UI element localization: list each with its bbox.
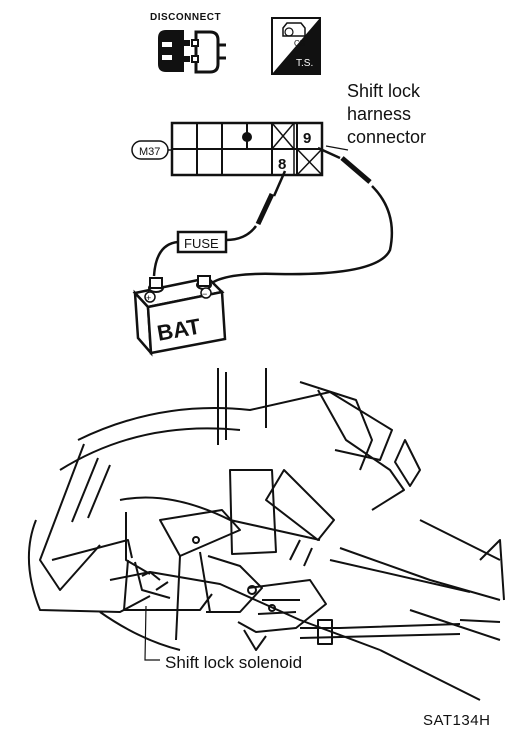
pin-8-label: 8	[278, 156, 286, 173]
connector-marker-dot	[242, 132, 252, 142]
ts-label: T.S.	[296, 58, 313, 69]
battery-minus-symbol: −	[202, 289, 207, 299]
fuse-label: FUSE	[184, 236, 219, 251]
fuse: FUSE	[176, 230, 228, 254]
probe-wire-negative	[205, 146, 394, 289]
shift-lock-solenoid-label: Shift lock solenoid	[165, 653, 303, 672]
pin-9-label: 9	[303, 130, 311, 147]
disconnect-label: DISCONNECT	[150, 12, 222, 23]
harness-label-line3: connector	[347, 127, 427, 147]
harness-label-line1: Shift lock	[347, 81, 421, 101]
battery: + − BAT	[132, 275, 227, 357]
connector-id-text: M37	[139, 146, 160, 158]
ts-subicon-text: CB	[294, 39, 305, 48]
troubleshooting-icon: CB T.S.	[271, 17, 321, 75]
solenoid-leader-line	[144, 605, 160, 661]
harness-connector-label: Shift lock harness connector	[347, 80, 457, 149]
shift-mechanism-illustration	[27, 368, 505, 701]
harness-connector: 9 8	[170, 121, 324, 177]
figure-code: SAT134H	[423, 712, 491, 729]
harness-label-line2: harness	[347, 104, 412, 124]
connector-id-tag: M37	[131, 140, 172, 160]
harness-leader-line	[325, 145, 349, 151]
probe-wire-positive	[152, 170, 287, 277]
battery-plus-symbol: +	[146, 293, 151, 303]
disconnect-icon	[158, 30, 226, 74]
